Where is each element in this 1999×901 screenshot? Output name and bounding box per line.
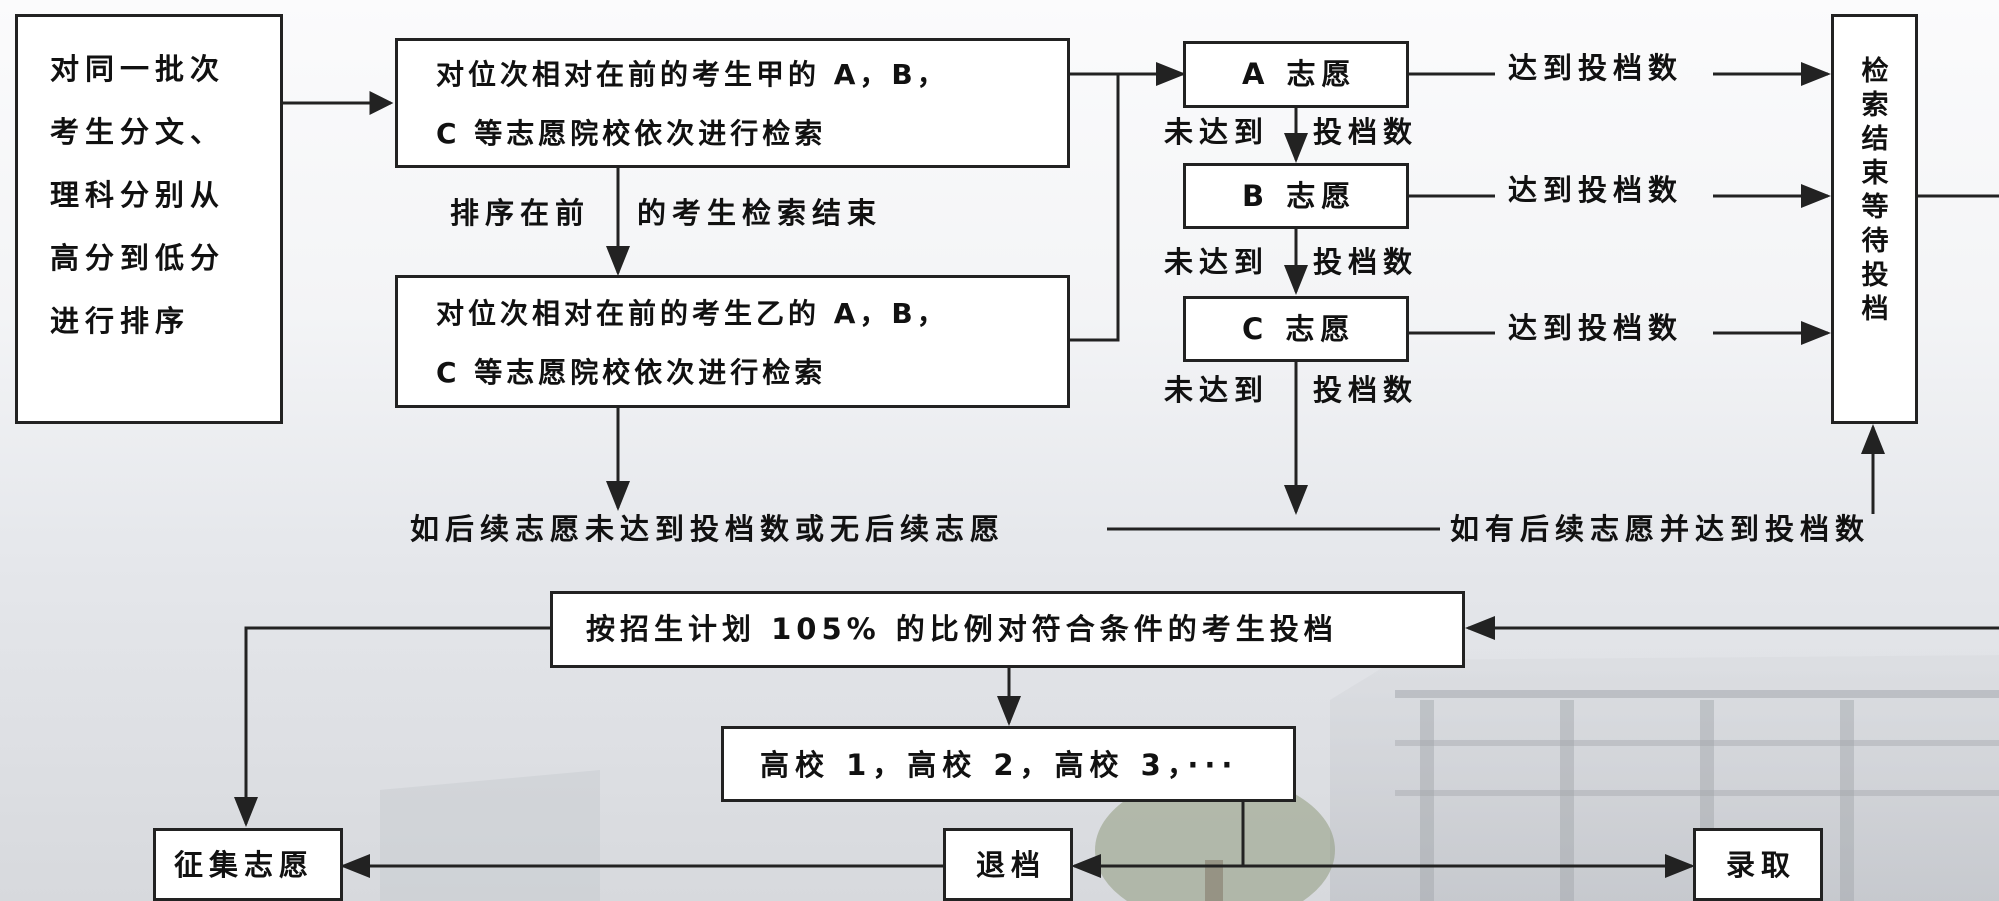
not-reached-3-right: 投档数 [1313,373,1419,407]
not-reached-1-right: 投档数 [1313,115,1419,149]
universities-box: 高校 1，高校 2，高校 3，··· [721,726,1296,802]
submit-files-label: 按招生计划 105% 的比例对符合条件的考生投档 [586,612,1338,646]
bracket-candidates [1068,72,1120,342]
admit-label: 录取 [1726,848,1797,882]
arrow-submit-to-solicit [234,626,550,827]
submit-files-box: 按招生计划 105% 的比例对符合条件的考生投档 [550,591,1465,668]
choice-b-label: B 志愿 [1242,179,1357,213]
return-file-box: 退档 [943,828,1073,901]
choice-b-box: B 志愿 [1183,163,1409,229]
search-end-box: 检索结束等待投档 [1831,14,1918,424]
candidate-a-line-1: 对位次相对在前的考生甲的 A，B， [436,58,949,91]
candidate-b-box: 对位次相对在前的考生乙的 A，B， C 等志愿院校依次进行检索 [395,275,1070,408]
candidate-a-box: 对位次相对在前的考生甲的 A，B， C 等志愿院校依次进行检索 [395,38,1070,168]
sort-step-line-1: 对同一批次 [50,52,226,86]
universities-label: 高校 1，高校 2，高校 3，··· [760,748,1239,782]
sort-step-line-2: 考生分文、 [50,115,226,149]
solicit-box: 征集志愿 [153,828,343,901]
admit-box: 录取 [1693,828,1823,901]
between-candidates-left: 排序在前 [450,196,591,230]
choice-a-reached: 达到投档数 [1508,51,1684,85]
choice-a-box: A 志愿 [1183,41,1409,108]
not-reached-2-right: 投档数 [1313,245,1419,279]
search-end-label: 检索结束等待投档 [1861,56,1889,325]
sort-step-box: 对同一批次 考生分文、 理科分别从 高分到低分 进行排序 [15,14,283,424]
choice-c-reached: 达到投档数 [1508,311,1684,345]
sort-step-line-5: 进行排序 [50,304,191,338]
candidate-a-line-2: C 等志愿院校依次进行检索 [436,117,827,150]
follow-up-reached-label: 如有后续志愿并达到投档数 [1450,512,1871,546]
candidate-b-line-2: C 等志愿院校依次进行检索 [436,356,827,389]
not-reached-2-left: 未达到 [1164,245,1270,279]
choice-c-box: C 志愿 [1183,296,1409,362]
not-reached-1-left: 未达到 [1164,115,1270,149]
between-candidates-right: 的考生检索结束 [637,196,883,230]
return-file-label: 退档 [976,848,1047,882]
sort-step-line-3: 理科分别从 [50,178,226,212]
solicit-label: 征集志愿 [174,848,315,882]
choice-b-reached: 达到投档数 [1508,173,1684,207]
no-follow-up-label: 如后续志愿未达到投档数或无后续志愿 [410,512,1006,546]
sort-step-line-4: 高分到低分 [50,241,226,275]
choice-c-label: C 志愿 [1242,312,1356,346]
not-reached-3-left: 未达到 [1164,373,1270,407]
choice-a-label: A 志愿 [1242,57,1357,91]
candidate-b-line-1: 对位次相对在前的考生乙的 A，B， [436,297,949,330]
